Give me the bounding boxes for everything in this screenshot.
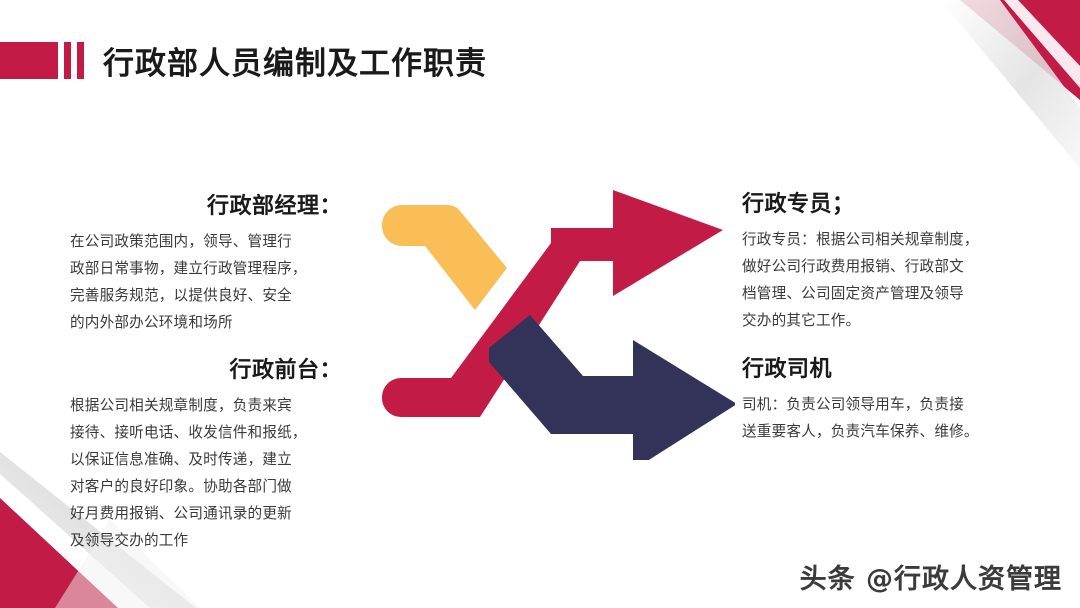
body-line: 及领导交办的工作: [70, 531, 189, 549]
block-body-admin-driver: 司机：负责公司领导用车，负责接 送重要客人，负责汽车保养、维修。: [742, 392, 1022, 446]
block-heading-admin-driver: 行政司机: [742, 357, 833, 382]
red-rising-arrow: [381, 190, 723, 417]
body-line: 在公司政策范围内，领导、管理行: [70, 233, 292, 250]
block-body-admin-officer: 行政专员：根据公司相关规章制度， 做好公司行政费用报销、行政部文 档管理、公司固…: [742, 227, 1022, 335]
navy-descending-arrow: [489, 315, 737, 470]
body-line: 司机：负责公司领导用车，负责接: [742, 396, 964, 413]
body-line: 根据公司相关规章制度，负责来宾: [70, 397, 292, 414]
body-line: 完善服务规范，以提供良好、安全: [70, 286, 292, 304]
block-admin-officer: 行政专员； 行政专员：根据公司相关规章制度， 做好公司行政费用报销、行政部文 档…: [742, 186, 1022, 335]
body-line: 好月费用报销、公司通讯录的更新: [70, 504, 292, 522]
body-line: 接待、接听电话、收发信件和报纸，: [70, 423, 307, 441]
body-line: 行政专员：根据公司相关规章制度，: [742, 231, 979, 248]
page-title: 行政部人员编制及工作职责: [103, 45, 487, 82]
block-body-admin-reception: 根据公司相关规章制度，负责来宾 接待、接听电话、收发信件和报纸， 以保证信息准确…: [70, 393, 342, 555]
header-accent-block: [0, 41, 58, 79]
top-right-gray-stripe: [940, 0, 1080, 168]
body-line: 以保证信息准确、及时传递，建立: [70, 450, 292, 468]
header-accent-bar-1: [64, 41, 71, 79]
body-line: 对客户的良好印象。协助各部门做: [70, 477, 292, 495]
block-heading-admin-reception: 行政前台：: [229, 358, 342, 383]
body-line: 的内外部办公环境和场所: [70, 313, 233, 331]
block-admin-driver: 行政司机 司机：负责公司领导用车，负责接 送重要客人，负责汽车保养、维修。: [742, 351, 1022, 446]
orange-elbow-connector: [381, 205, 507, 310]
body-line: 做好公司行政费用报销、行政部文: [742, 257, 964, 275]
watermark-text: 头条 @行政人资管理: [799, 564, 1062, 595]
slide-header: 行政部人员编制及工作职责: [0, 38, 487, 82]
block-body-admin-manager: 在公司政策范围内，领导、管理行 政部日常事物，建立行政管理程序， 完善服务规范，…: [70, 229, 342, 337]
arrows-svg: [381, 190, 737, 470]
header-accent-bar-2: [77, 41, 84, 79]
body-line: 交办的其它工作。: [742, 311, 861, 329]
shuffle-arrows-diagram: [355, 180, 737, 470]
top-right-crimson-band: [960, 0, 1080, 100]
top-right-white-gap: [1004, 0, 1080, 88]
block-heading-admin-officer: 行政专员；: [742, 192, 855, 217]
body-line: 政部日常事物，建立行政管理程序，: [70, 259, 307, 277]
block-heading-admin-manager: 行政部经理：: [206, 194, 342, 219]
body-line: 档管理、公司固定资产管理及领导: [742, 284, 964, 302]
body-line: 送重要客人，负责汽车保养、维修。: [742, 422, 979, 440]
block-admin-manager: 行政部经理： 在公司政策范围内，领导、管理行 政部日常事物，建立行政管理程序， …: [70, 188, 342, 337]
block-admin-reception: 行政前台： 根据公司相关规章制度，负责来宾 接待、接听电话、收发信件和报纸， 以…: [70, 352, 342, 555]
